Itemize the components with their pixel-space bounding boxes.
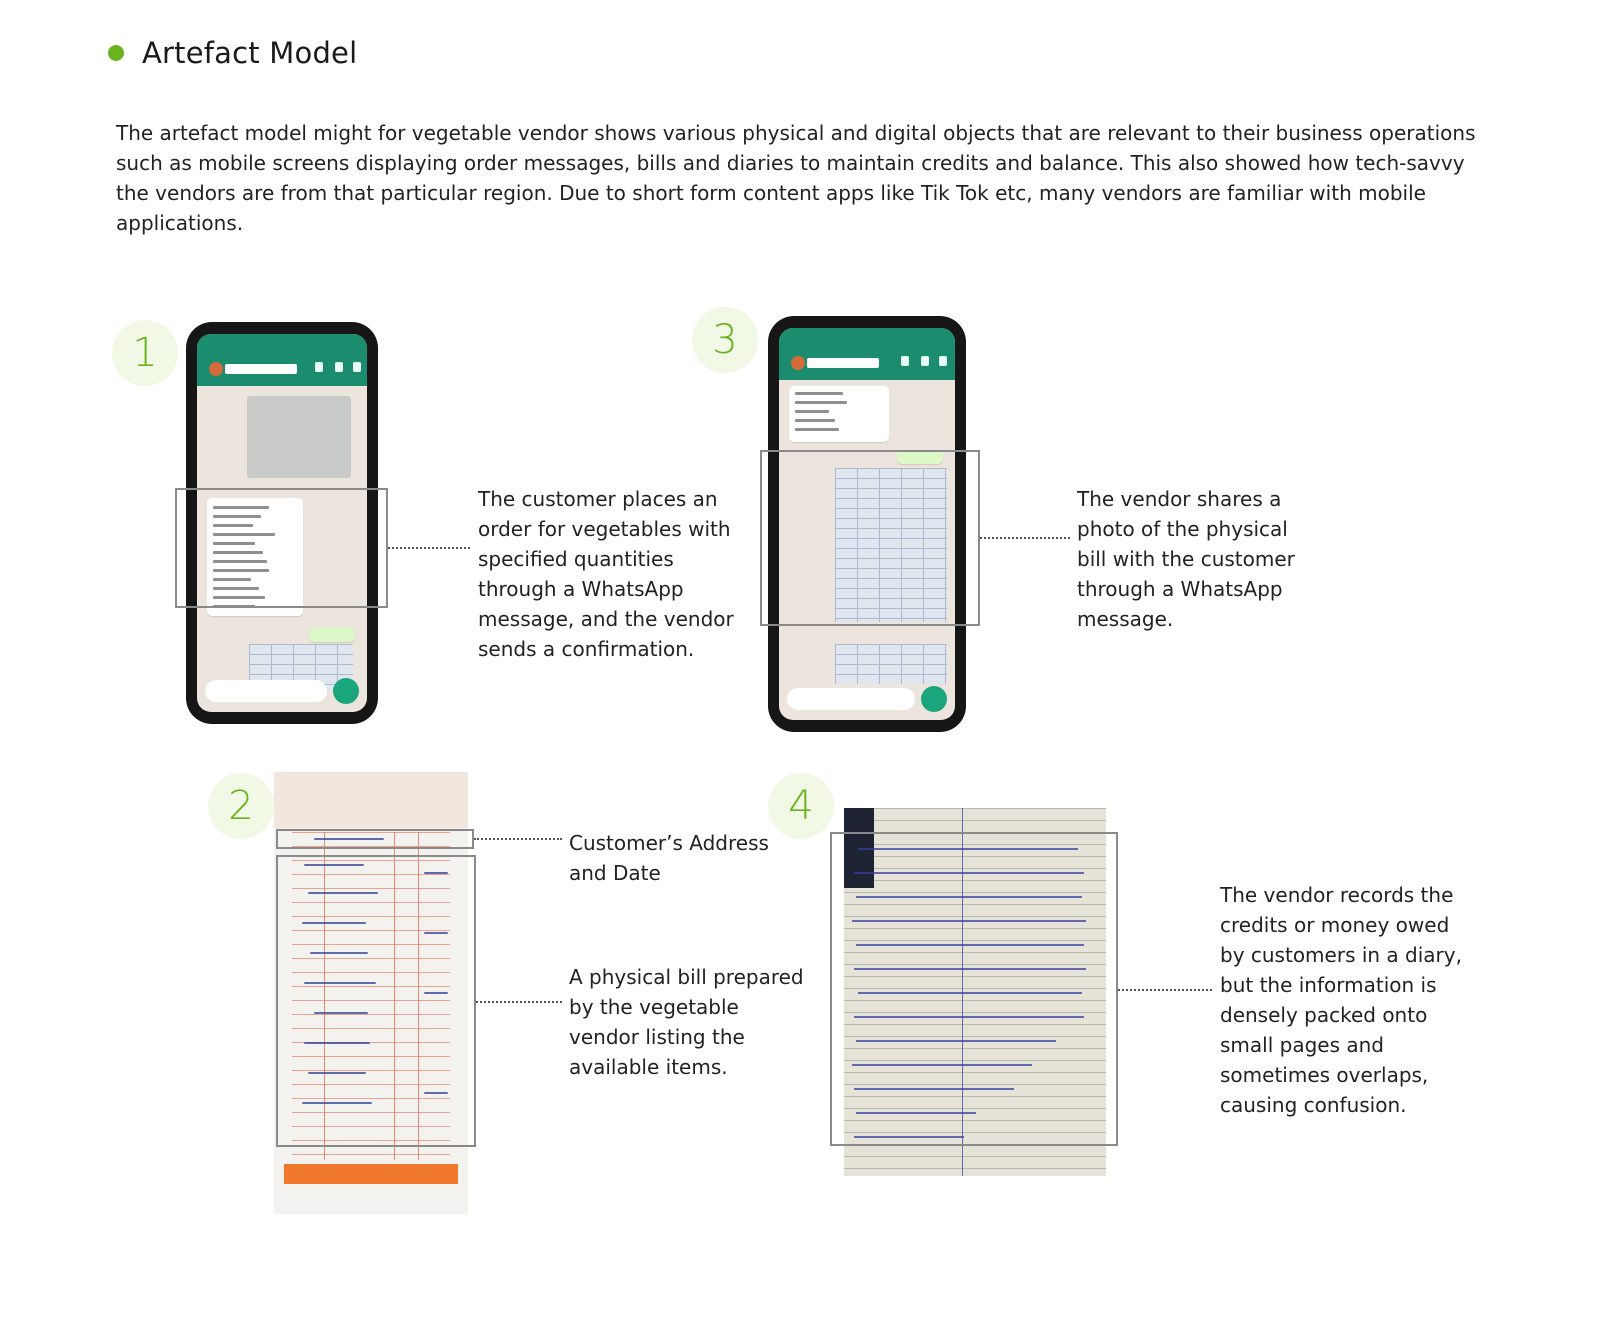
highlight-frame-bill-photo	[760, 450, 980, 626]
bullet-dot-icon	[108, 45, 124, 61]
leader-line-2b	[476, 1001, 562, 1003]
caption-2-bill: A physical bill prepared by the vegetabl…	[569, 965, 804, 1079]
intro-paragraph: The artefact model might for vegetable v…	[116, 121, 1476, 235]
highlight-frame-diary	[830, 832, 1118, 1146]
leader-line-1	[388, 547, 470, 549]
highlight-frame-order-message	[175, 488, 388, 608]
section-header: Artefact Model	[108, 36, 357, 70]
step-number-1: 1	[112, 320, 178, 386]
physical-bill-image	[274, 772, 468, 1214]
credit-diary-image	[844, 808, 1106, 1176]
leader-line-2a	[474, 838, 562, 840]
caption-3: The vendor shares a photo of the physica…	[1077, 487, 1295, 631]
section-title: Artefact Model	[142, 36, 358, 70]
highlight-frame-address-date	[276, 829, 474, 849]
step-number-4: 4	[768, 773, 834, 839]
step-number-3: 3	[692, 307, 758, 373]
caption-4: The vendor records the credits or money …	[1220, 883, 1462, 1117]
caption-2-address: Customer’s Address and Date	[569, 831, 769, 885]
leader-line-3	[980, 537, 1070, 539]
leader-line-4	[1118, 989, 1212, 991]
step-number-2: 2	[208, 773, 274, 839]
highlight-frame-bill-items	[276, 855, 476, 1147]
caption-1: The customer places an order for vegetab…	[478, 487, 734, 661]
phone-order-message-image	[186, 322, 378, 724]
phone-bill-photo-image	[768, 316, 966, 732]
